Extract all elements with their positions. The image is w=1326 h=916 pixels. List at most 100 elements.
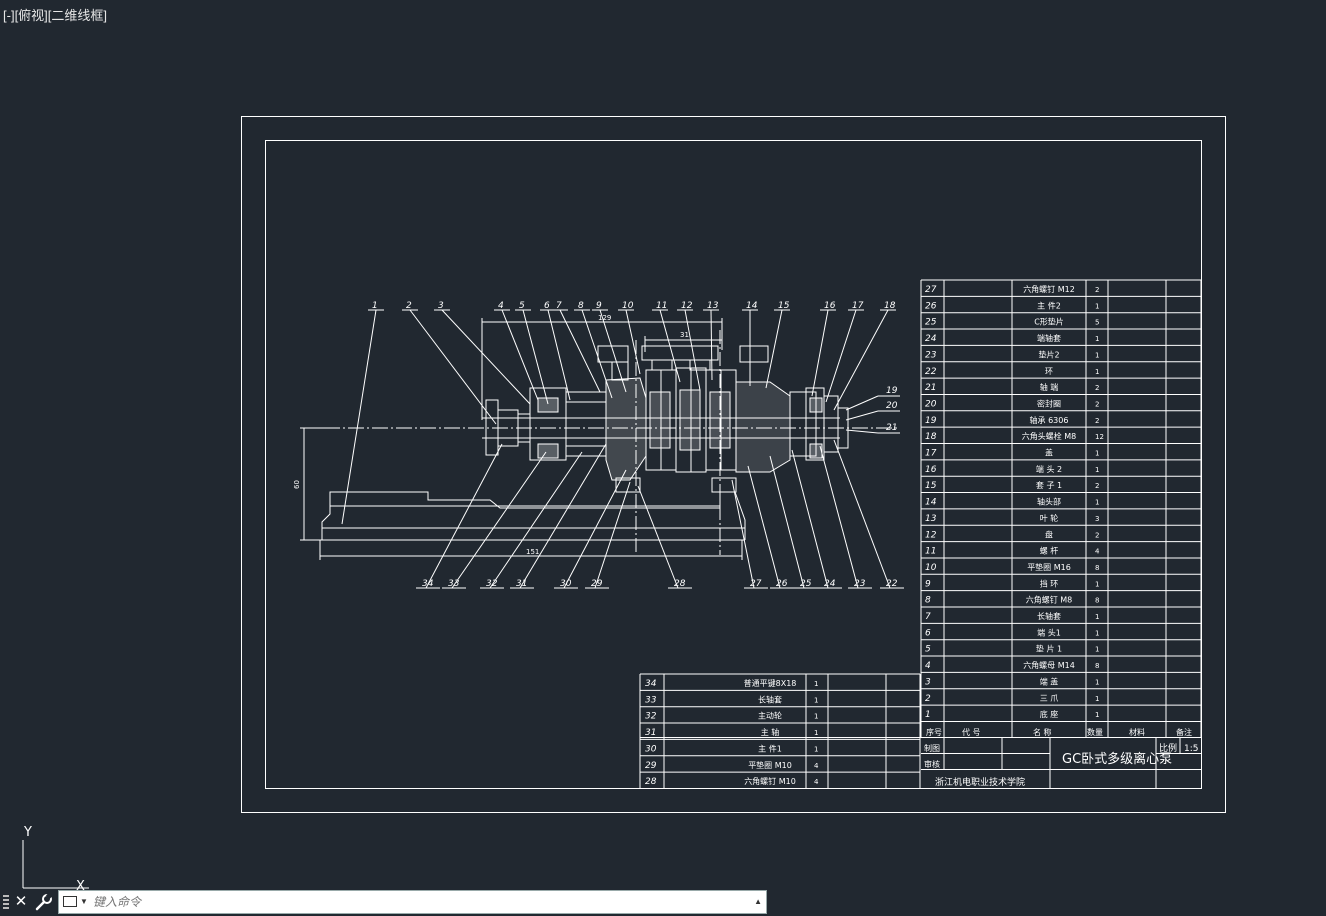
- command-line-grip[interactable]: [3, 895, 9, 909]
- bom-row-qty: 1: [1095, 695, 1099, 703]
- header-qty: 数量: [1087, 727, 1103, 737]
- bom-row-no: 19: [925, 416, 937, 426]
- callout-29: 29: [591, 579, 603, 589]
- wrench-icon[interactable]: [34, 892, 54, 912]
- bom-row-name: 轴头部: [1037, 497, 1061, 507]
- bom-row-qty: 1: [1095, 499, 1099, 507]
- callout-33: 33: [448, 579, 460, 589]
- bom-row-no: 9: [925, 579, 931, 589]
- callout-5: 5: [519, 301, 525, 311]
- bom-row-qty: 12: [1095, 433, 1104, 441]
- bom-left-row-qty: 1: [814, 745, 818, 753]
- bom-row-no: 15: [925, 481, 937, 491]
- bom-left-row-no: 29: [645, 761, 657, 771]
- bom-row-name: 挡 环: [1040, 578, 1059, 588]
- bom-row-name: 三 爪: [1040, 694, 1059, 703]
- bom-left-row-qty: 1: [814, 713, 818, 721]
- callout-12: 12: [681, 301, 693, 311]
- ucs-x-label: X: [76, 879, 85, 890]
- dim-129: 129: [598, 314, 611, 322]
- bom-row-qty: 1: [1095, 580, 1099, 588]
- header-note: 备注: [1176, 727, 1192, 737]
- bom-left-row-qty: 4: [814, 762, 819, 770]
- bom-left-row-name: 平垫圈 M10: [748, 760, 792, 770]
- bom-row-qty: 1: [1095, 351, 1099, 359]
- bom-row-name: 端 头 2: [1036, 464, 1062, 474]
- bom-row-name: 轴 端: [1040, 382, 1059, 392]
- bom-row-no: 5: [925, 645, 931, 655]
- bom-row-no: 7: [925, 612, 931, 622]
- callout-27: 27: [750, 579, 762, 589]
- bom-row-name: 底 座: [1040, 709, 1059, 719]
- view-control[interactable]: [俯视]: [14, 8, 48, 23]
- dim-31: 31: [680, 331, 689, 339]
- command-prompt-icon[interactable]: [63, 896, 77, 907]
- bom-row-name: 六角螺钉 M12: [1023, 284, 1075, 294]
- bom-left-row-name: 主动轮: [758, 711, 782, 721]
- chevron-up-icon[interactable]: ▲: [754, 897, 762, 906]
- callout-31: 31: [516, 579, 527, 589]
- scale-label: 比例: [1159, 742, 1177, 754]
- callout-11: 11: [656, 301, 667, 311]
- bom-row-name: 盖: [1045, 448, 1053, 458]
- dim-60: 60: [293, 480, 301, 489]
- bom-left-row-name: 六角螺钉 M10: [744, 776, 796, 786]
- callout-28: 28: [674, 579, 686, 589]
- bom-row-no: 13: [925, 514, 937, 524]
- header-code: 代 号: [962, 727, 981, 737]
- command-input[interactable]: [93, 893, 733, 911]
- callout-17: 17: [852, 301, 864, 311]
- bom-row-qty: 1: [1095, 629, 1099, 637]
- bom-left-row-no: 31: [645, 728, 656, 738]
- bom-row-qty: 2: [1095, 531, 1099, 539]
- bom-left-row-no: 30: [645, 744, 657, 754]
- bom-row-no: 12: [925, 530, 937, 540]
- close-icon[interactable]: ✕: [14, 893, 28, 910]
- bom-row-no: 24: [925, 334, 937, 344]
- bom-row-no: 11: [925, 547, 936, 557]
- bom-left-row-no: 32: [645, 712, 657, 722]
- bom-row-qty: 2: [1095, 417, 1099, 425]
- bom-row-qty: 1: [1095, 466, 1099, 474]
- header-no: 序号: [926, 727, 942, 737]
- visual-style-control[interactable]: [二维线框]: [47, 8, 108, 23]
- bom-row-no: 8: [925, 596, 931, 606]
- bom-row-no: 17: [925, 449, 937, 459]
- bom-row-qty: 5: [1095, 319, 1099, 327]
- bom-row-qty: 2: [1095, 400, 1099, 408]
- bom-left-row-qty: 1: [814, 696, 818, 704]
- chevron-down-icon[interactable]: ▼: [80, 897, 88, 906]
- callout-8: 8: [578, 301, 584, 311]
- callout-13: 13: [707, 301, 719, 311]
- bom-row-name: 盘: [1045, 529, 1053, 539]
- scale-value: 1:5: [1184, 744, 1198, 754]
- callout-9: 9: [596, 301, 602, 311]
- bom-row-qty: 1: [1095, 335, 1099, 343]
- bom-left-row-no: 34: [645, 679, 657, 689]
- viewport-controls: [-][俯视][二维线框]: [3, 5, 107, 24]
- bom-row-name: 垫片2: [1038, 349, 1059, 359]
- bom-row-no: 14: [925, 498, 937, 508]
- bom-row-name: 长轴套: [1037, 611, 1061, 621]
- bom-row-name: C形垫片: [1034, 317, 1064, 327]
- bom-left-row-name: 主 轴: [761, 727, 780, 737]
- bom-row-qty: 1: [1095, 302, 1099, 310]
- bom-row-no: 22: [925, 367, 937, 377]
- header-material: 材料: [1129, 727, 1145, 737]
- callout-25: 25: [800, 579, 812, 589]
- bom-row-no: 4: [925, 661, 931, 671]
- made-label: 制图: [924, 743, 940, 753]
- bom-left-row-name: 长轴套: [758, 694, 782, 704]
- bom-row-name: 端 盖: [1040, 676, 1059, 686]
- bom-row-qty: 4: [1095, 548, 1100, 556]
- dimension-labels: 129 31 60 151: [293, 314, 689, 556]
- bom-left-row-qty: 1: [814, 680, 818, 688]
- bom-row-qty: 2: [1095, 384, 1099, 392]
- pump-assembly-drawing: [300, 318, 900, 560]
- viewport-menu[interactable]: [-]: [3, 8, 15, 23]
- base-outline: [321, 491, 746, 540]
- bom-row-name: 螺 杆: [1040, 546, 1059, 556]
- drawing-title: GC卧式多级离心泵: [1062, 751, 1172, 767]
